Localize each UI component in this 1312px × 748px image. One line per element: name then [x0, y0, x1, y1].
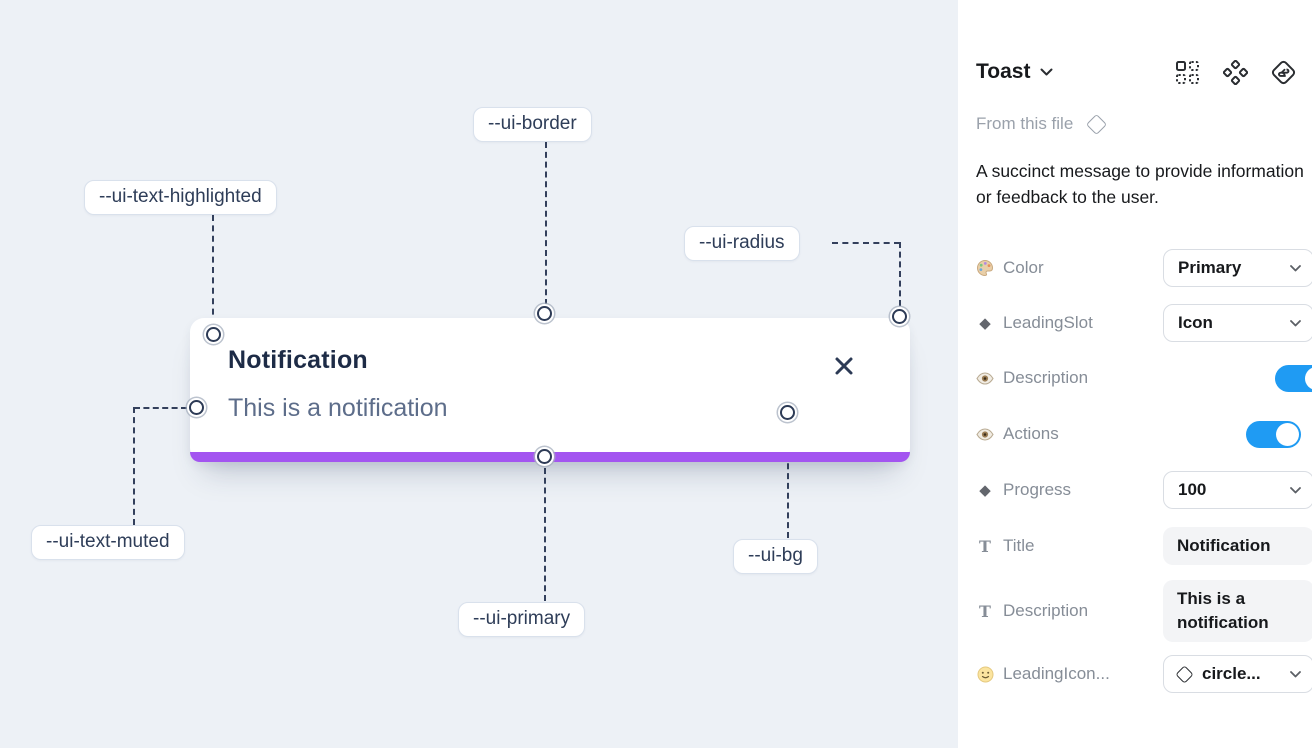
component-title: Toast: [976, 60, 1031, 83]
chevron-down-icon: [1290, 481, 1301, 499]
eye-icon: [976, 427, 994, 441]
toggle-knob: [1305, 366, 1312, 390]
token-label-ui-bg[interactable]: --ui-bg: [733, 539, 818, 574]
leadingslot-select[interactable]: Icon: [1163, 304, 1312, 342]
anchor-ui-radius[interactable]: [892, 309, 907, 324]
connector-ui-text-highlighted: [212, 215, 214, 325]
prop-row-progress: ◆ Progress 100: [976, 471, 1312, 509]
toast-component-preview[interactable]: Notification This is a notification: [190, 318, 910, 462]
component-diamonds-icon[interactable]: [1222, 59, 1249, 85]
leadingicon-select[interactable]: circle...: [1163, 655, 1312, 693]
source-row: From this file: [976, 113, 1108, 135]
toggle-knob: [1275, 422, 1299, 446]
instance-grid-icon[interactable]: [1175, 60, 1200, 85]
connector-ui-radius-h: [832, 242, 900, 244]
source-label: From this file: [976, 114, 1074, 133]
anchor-ui-bg[interactable]: [780, 405, 795, 420]
chevron-down-icon: [1290, 314, 1301, 332]
toast-description: This is a notification: [228, 394, 448, 422]
connector-ui-bg: [787, 424, 789, 538]
design-canvas[interactable]: Notification This is a notification --ui…: [0, 0, 958, 748]
token-label-ui-radius[interactable]: --ui-radius: [684, 226, 800, 261]
smiley-icon: [976, 666, 994, 683]
anchor-ui-border[interactable]: [537, 306, 552, 321]
palette-icon: [976, 259, 994, 277]
prop-label-title: T Title: [976, 536, 1034, 556]
token-label-ui-border[interactable]: --ui-border: [473, 107, 592, 142]
eye-icon: [976, 371, 994, 385]
connector-ui-radius-v: [899, 242, 901, 306]
description-toggle[interactable]: [1275, 364, 1312, 392]
progress-select[interactable]: 100: [1163, 471, 1312, 509]
token-label-ui-text-highlighted[interactable]: --ui-text-highlighted: [84, 180, 277, 215]
chevron-down-icon: [1290, 259, 1301, 277]
anchor-ui-text-highlighted[interactable]: [206, 327, 221, 342]
prop-label-description: Description: [976, 368, 1088, 388]
connector-ui-text-muted-v: [133, 407, 135, 525]
prop-label-leadingslot: ◆ LeadingSlot: [976, 313, 1093, 333]
chevron-down-icon[interactable]: [1040, 68, 1053, 76]
description-input[interactable]: This is a notification: [1163, 580, 1312, 642]
prop-label-color: Color: [976, 258, 1044, 278]
prop-row-leadingslot: ◆ LeadingSlot Icon: [976, 304, 1312, 342]
text-icon: T: [979, 536, 991, 556]
prop-row-color: Color Primary: [976, 249, 1312, 287]
chevron-down-icon: [1290, 665, 1301, 683]
token-label-ui-primary[interactable]: --ui-primary: [458, 602, 586, 637]
toast-title: Notification: [228, 346, 368, 374]
connector-ui-primary: [544, 468, 546, 601]
connector-ui-border: [545, 142, 547, 305]
prop-label-actions: Actions: [976, 424, 1059, 444]
prop-row-actions-toggle: Actions: [976, 415, 1301, 453]
file-diamond-icon: [1086, 113, 1108, 135]
diamond-icon: ◆: [979, 481, 991, 499]
close-icon[interactable]: [832, 354, 856, 378]
prop-row-description-text: T Description This is a notification: [976, 580, 1312, 642]
anchor-ui-primary[interactable]: [537, 449, 552, 464]
properties-panel: Toast: [958, 0, 1312, 748]
anchor-ui-text-muted[interactable]: [189, 400, 204, 415]
connector-ui-text-muted-h: [134, 407, 187, 409]
title-input[interactable]: Notification: [1163, 527, 1312, 565]
color-select[interactable]: Primary: [1163, 249, 1312, 287]
prop-row-title: T Title Notification: [976, 527, 1312, 565]
swap-diamond-icon[interactable]: [1271, 60, 1296, 85]
prop-row-leadingicon: LeadingIcon... circle...: [976, 655, 1312, 693]
prop-label-description-text: T Description: [976, 601, 1088, 621]
component-description: A succinct message to provide informatio…: [976, 161, 1304, 207]
prop-label-leadingicon: LeadingIcon...: [976, 664, 1110, 684]
actions-toggle[interactable]: [1245, 420, 1301, 448]
diamond-icon: ◆: [979, 314, 991, 332]
prop-row-description-toggle: Description: [976, 359, 1312, 397]
token-label-ui-text-muted[interactable]: --ui-text-muted: [31, 525, 185, 560]
panel-header: Toast: [976, 56, 1296, 88]
text-icon: T: [979, 601, 991, 621]
diamond-outline-icon: [1175, 664, 1194, 684]
prop-label-progress: ◆ Progress: [976, 480, 1071, 500]
